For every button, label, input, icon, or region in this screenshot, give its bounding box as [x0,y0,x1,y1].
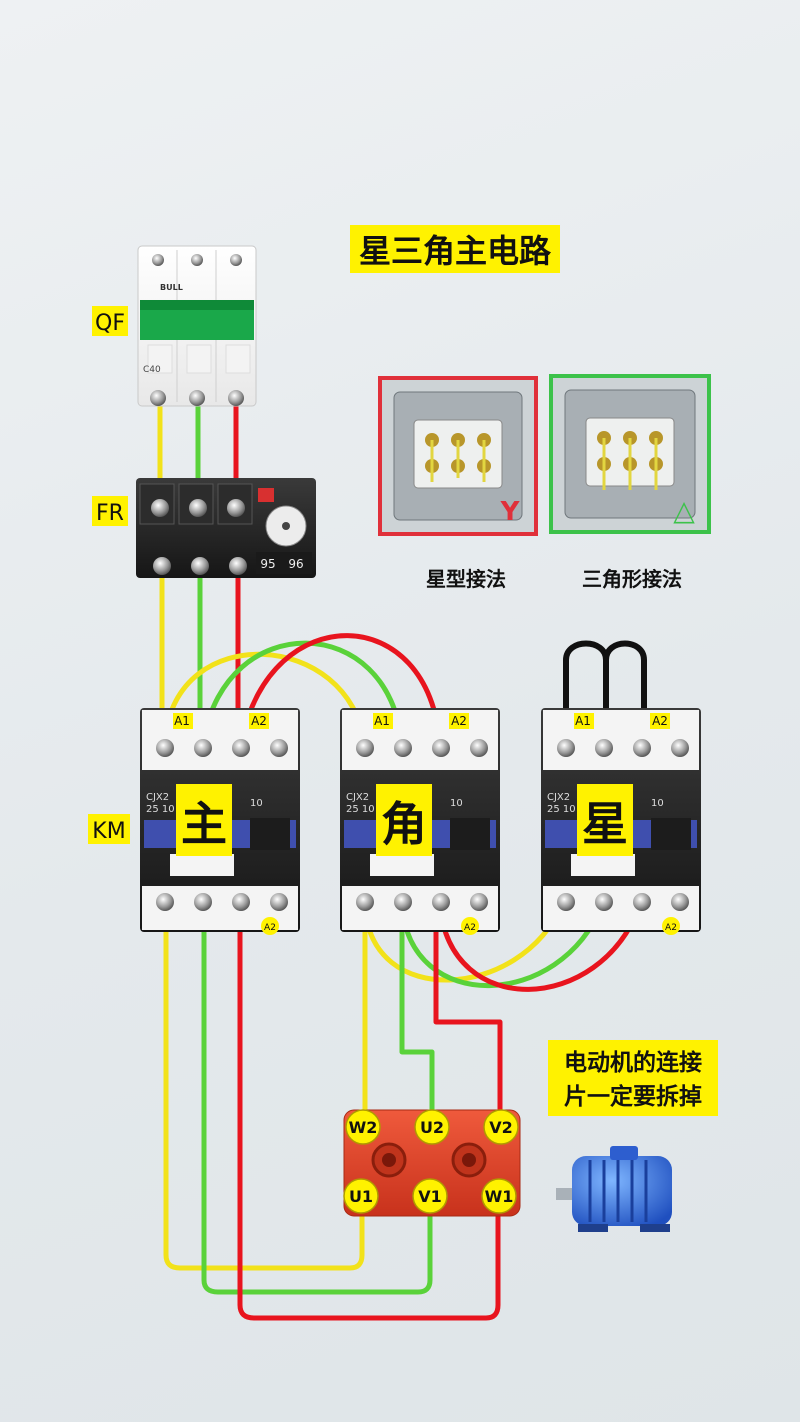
wire-delta-star-2 [399,902,605,989]
contactor-spec: 25 10 [146,804,175,815]
top-terminal-screw [156,739,174,757]
wire-main-v1 [201,897,433,1295]
bottom-terminal-screw [156,893,174,911]
note-line-1: 电动机的连接 [564,1049,702,1076]
terminal-label: V2 [489,1118,513,1137]
km-label: KM [92,819,125,844]
star-symbol: Y [500,497,521,527]
bottom-terminal-screw [432,893,450,911]
contactor-spec: 25 10 [547,804,576,815]
terminal-label: W2 [349,1118,378,1137]
wire-main-w1 [237,897,501,1321]
coil-a2-label: A2 [652,714,668,728]
bottom-terminal-screw [633,893,651,911]
coil-a1-label: A1 [575,714,591,728]
top-terminal-screw [671,739,689,757]
breaker-rating: C40 [143,365,161,375]
fr-label: FR [96,501,124,526]
overload-relay-fr: 95 96 [136,478,316,578]
aux-contact-label: 10 [450,798,463,809]
delta-caption: 三角形接法 [582,567,682,591]
top-terminal-screw [394,739,412,757]
bottom-terminal-screw [557,893,575,911]
terminal-label: V1 [418,1187,442,1206]
bottom-a2-label: A2 [665,923,677,933]
bottom-terminal-screw [270,893,288,911]
star-caption: 星型接法 [426,567,506,591]
top-terminal-screw [356,739,374,757]
terminal-w2: W2 [345,1109,381,1145]
motor-terminal-block [343,1109,521,1217]
contactor-model: CJX2 [346,792,369,803]
contactor-spec: 25 10 [346,804,375,815]
bottom-a2-label: A2 [264,923,276,933]
aux-contact-label: 10 [651,798,664,809]
page-title: 星三角主电路 [359,232,552,270]
bottom-terminal-screw [356,893,374,911]
bottom-terminal-screw [232,893,250,911]
terminal-v2: V2 [483,1109,519,1145]
wires [157,397,647,1321]
top-terminal-screw [194,739,212,757]
coil-a1-label: A1 [174,714,190,728]
top-terminal-screw [470,739,488,757]
circuit-breaker-qf: BULL C40 [137,245,257,407]
top-terminal-screw [270,739,288,757]
terminal-u2: U2 [414,1109,450,1145]
wire-main-u1 [163,897,365,1271]
contactor-model: CJX2 [146,792,169,803]
terminal-v1: V1 [412,1178,448,1214]
aux-contact-label: 10 [250,798,263,809]
delta-symbol: △ [673,494,695,527]
bottom-a2-label: A2 [464,923,476,933]
bottom-terminal-screw [394,893,412,911]
wire-star-link-2 [603,640,647,748]
coil-a2-label: A2 [451,714,467,728]
contactor-name-main: 主 [181,797,227,851]
aux-contact-95: 95 [260,557,275,571]
wire-delta-star-3 [437,902,643,992]
terminal-label: U1 [349,1187,373,1206]
wire-delta-u2 [399,902,435,1128]
top-terminal-screw [432,739,450,757]
top-terminal-screw [557,739,575,757]
breaker-brand: BULL [160,283,183,292]
top-terminal-screw [633,739,651,757]
qf-label: QF [95,311,125,336]
contactor-model: CJX2 [547,792,570,803]
contactor-name-delta: 角 [381,797,427,851]
wire-delta-v2 [433,902,503,1128]
coil-a1-label: A1 [374,714,390,728]
device-labels: QF FR KM [88,306,130,844]
terminal-w1: W1 [481,1178,517,1214]
note-box: 电动机的连接 片一定要拆掉 [548,1040,718,1116]
top-terminal-screw [232,739,250,757]
bottom-terminal-screw [671,893,689,911]
electric-motor [556,1146,672,1232]
terminal-label: W1 [485,1187,514,1206]
top-terminal-screw [595,739,613,757]
delta-connection-box: △ [549,374,711,534]
bottom-terminal-screw [470,893,488,911]
bottom-terminal-screw [194,893,212,911]
star-connection-box: Y [378,376,538,536]
coil-a2-label: A2 [251,714,267,728]
wire-l3-main-delta [239,633,443,748]
note-line-2: 片一定要拆掉 [564,1083,702,1110]
contactor-name-star: 星 [582,797,628,851]
aux-contact-96: 96 [288,557,303,571]
terminal-label: U2 [420,1118,444,1137]
terminal-u1: U1 [343,1178,379,1214]
bottom-terminal-screw [595,893,613,911]
title-banner: 星三角主电路 [350,225,560,273]
